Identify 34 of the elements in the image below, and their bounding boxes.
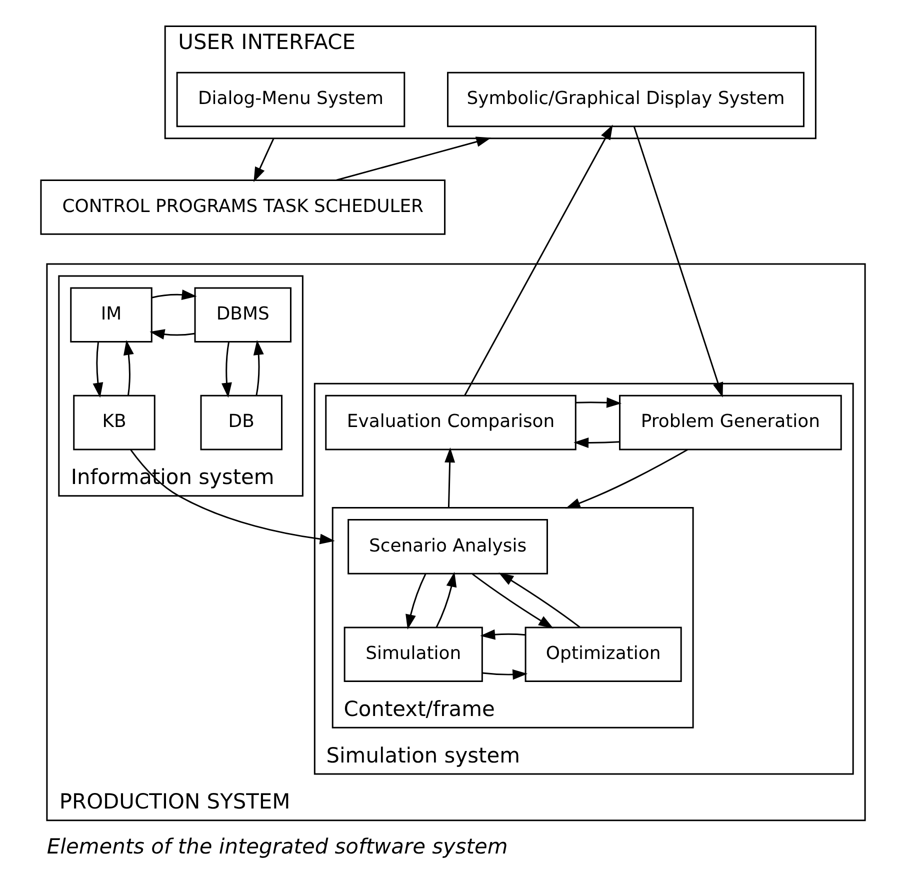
arrow: [336, 136, 492, 181]
node-box: DB: [200, 394, 282, 450]
arrow: [480, 629, 526, 640]
arrow: [92, 342, 104, 398]
node-box: Problem Generation: [619, 394, 842, 450]
arrow: [254, 138, 274, 182]
node-box: KB: [73, 394, 156, 450]
arrow: [130, 450, 335, 544]
arrow: [253, 340, 264, 396]
node-box: Symbolic/Graphical Display System: [447, 72, 804, 128]
node-box: IM: [70, 287, 152, 343]
arrow: [574, 438, 620, 448]
arrow: [124, 340, 134, 396]
arrow: [472, 573, 554, 628]
arrow: [464, 124, 613, 396]
node-box: Dialog-Menu System: [176, 72, 406, 128]
arrow: [150, 329, 195, 340]
arrow: [633, 126, 724, 398]
arrow: [482, 669, 528, 680]
node-box: Optimization: [524, 626, 682, 682]
node-box: Evaluation Comparison: [325, 394, 576, 450]
node-box: DBMS: [194, 287, 292, 343]
node-box: Scenario Analysis: [348, 519, 548, 574]
node-box: CONTROL PROGRAMS TASK SCHEDULER: [40, 180, 446, 235]
arrow: [565, 448, 688, 509]
arrow: [576, 397, 622, 408]
arrow: [436, 572, 457, 628]
arrow: [444, 447, 456, 508]
arrow: [222, 342, 232, 398]
arrow: [152, 290, 197, 300]
arrow: [498, 572, 580, 628]
node-box: Simulation: [344, 626, 483, 682]
arrow: [406, 574, 426, 630]
caption: Elements of the integrated software system: [46, 834, 508, 859]
